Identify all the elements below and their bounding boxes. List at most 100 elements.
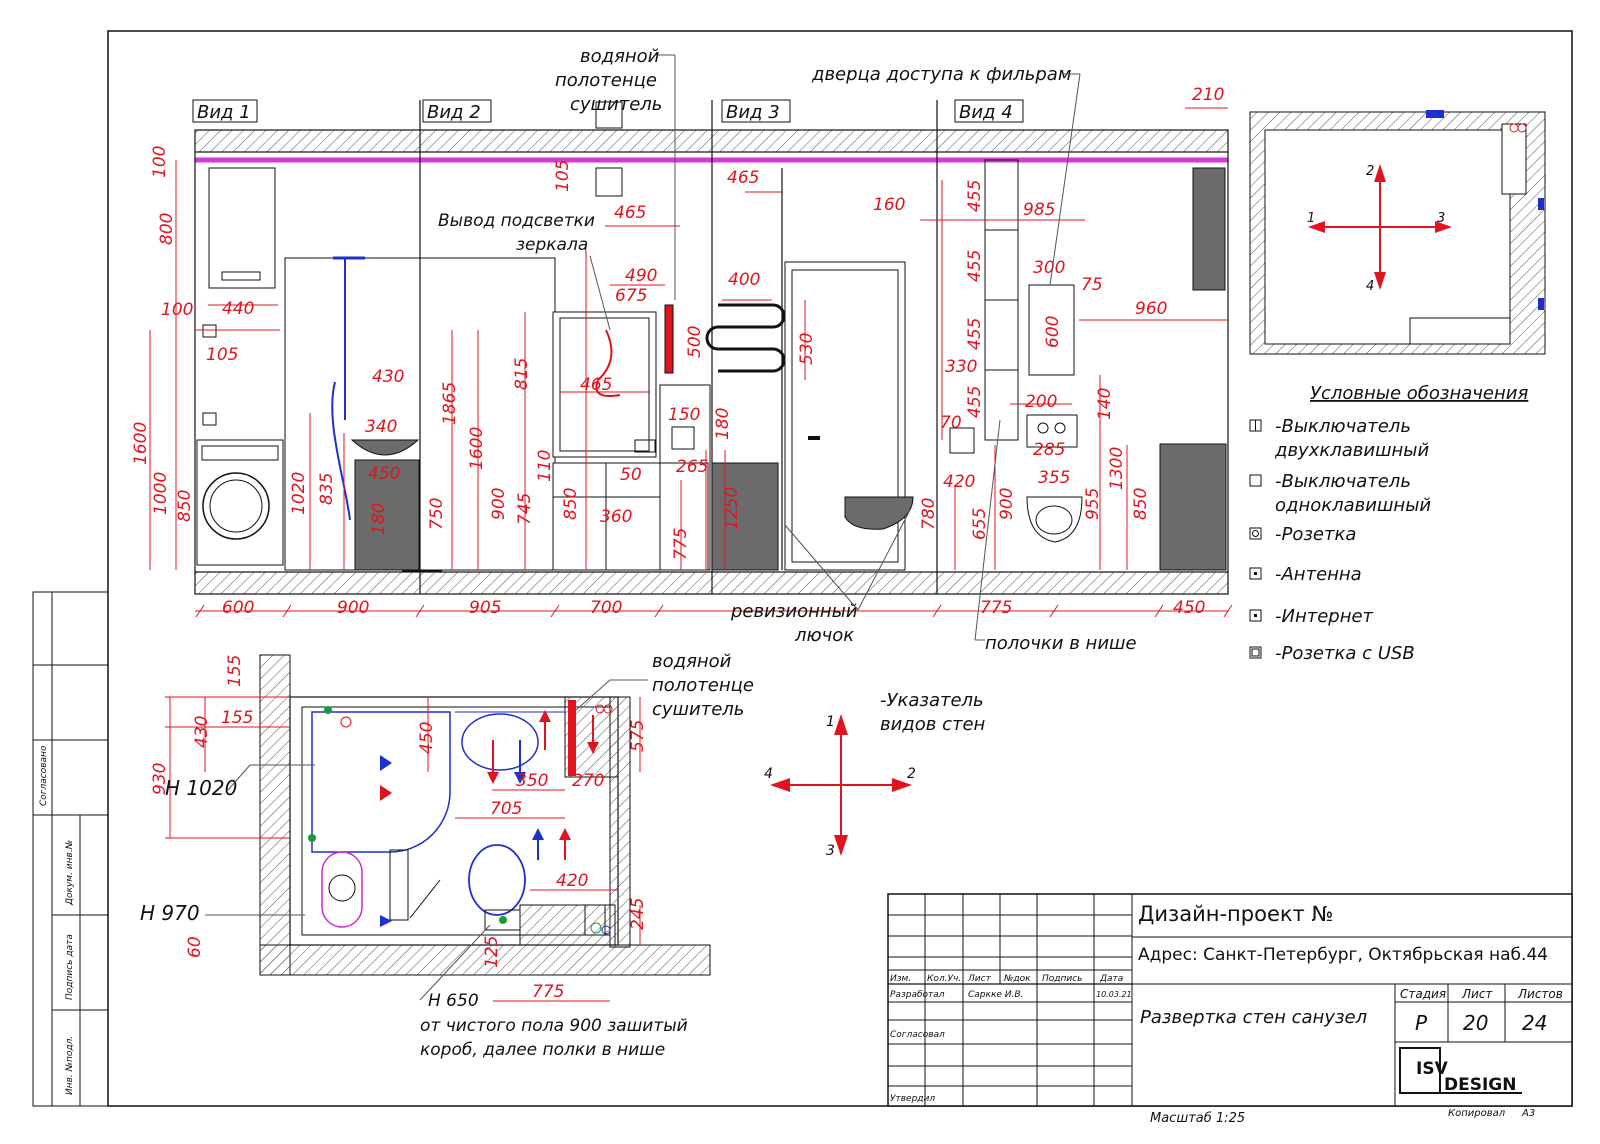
stamp-agreed: Согласовано <box>39 745 49 806</box>
view-2-label-box <box>422 99 492 123</box>
dim-815: 815 <box>512 358 532 390</box>
floor-plan <box>259 654 711 976</box>
stamp-doc-inv: Докум. инв.№ <box>65 840 75 906</box>
dim-960: 960 <box>1135 299 1167 319</box>
towel-dryer-label-1: водяной <box>580 46 660 67</box>
dim-400: 400 <box>728 270 760 290</box>
dim-900b: 900 <box>997 488 1017 520</box>
towel-dryer-label-3: сушитель <box>570 94 662 115</box>
dim-70: 70 <box>940 413 962 433</box>
dim-655: 655 <box>970 508 990 540</box>
plan-towel-dryer-1: водяной <box>652 651 732 672</box>
tb-h-ndok: №док <box>1003 974 1031 984</box>
key-plan-n2: 2 <box>1366 164 1374 179</box>
key-plan-n1: 1 <box>1307 211 1315 226</box>
tb-stage-label: Стадия <box>1400 987 1446 1001</box>
plan-towel-dryer-2: полотенце <box>652 675 754 696</box>
mirror-light-label-1: Вывод подсветки <box>438 211 595 231</box>
tb-sheet-label: Лист <box>1461 987 1493 1001</box>
dim-bottom-600: 600 <box>222 598 254 618</box>
dim-100a: 100 <box>150 146 170 178</box>
dim-530: 530 <box>797 333 817 365</box>
tb-agreed: Согласовал <box>890 1030 945 1040</box>
plan-dim-270: 270 <box>572 771 604 791</box>
tb-stage: Р <box>1415 1011 1428 1035</box>
dim-1250: 1250 <box>722 487 742 530</box>
dim-450a: 450 <box>368 464 400 484</box>
basin-plan <box>461 713 539 771</box>
dim-180b: 180 <box>713 408 733 440</box>
dim-75: 75 <box>1081 275 1103 295</box>
dim-850b: 850 <box>561 488 581 520</box>
dim-780: 780 <box>919 498 939 530</box>
plan-dim-575: 575 <box>628 720 648 752</box>
dim-bottom-900: 900 <box>337 598 369 618</box>
legend-item-6: -Розетка с USB <box>1275 643 1415 664</box>
plan-dimension-lines <box>165 696 641 1002</box>
filter-door-label: дверца доступа к фильрам <box>811 64 1071 85</box>
label-h650: Н 650 <box>428 991 479 1011</box>
elevation-callouts: водяной полотенце сушитель дверца доступ… <box>438 46 1137 654</box>
dim-430a: 430 <box>372 367 404 387</box>
dim-850c: 850 <box>1131 488 1151 520</box>
dim-465b: 465 <box>580 375 612 395</box>
dim-105b: 105 <box>553 160 573 192</box>
plan-dim-125: 125 <box>482 936 502 968</box>
dim-1020: 1020 <box>289 472 309 515</box>
plan-dim-430: 430 <box>192 716 212 748</box>
revision-hatch-label-2: лючок <box>794 625 854 646</box>
switch-single-icon <box>1249 474 1262 487</box>
tb-sheet: 20 <box>1463 1011 1488 1035</box>
washing-machine-door <box>202 472 270 540</box>
wall-elevation: Вид 1 Вид 2 Вид 3 Вид 4 <box>192 99 1229 595</box>
plan-dim-420: 420 <box>556 871 588 891</box>
tb-date: 10.03.21 <box>1096 990 1132 999</box>
dim-100b: 100 <box>161 300 193 320</box>
dim-455b: 455 <box>965 250 985 282</box>
dim-440: 440 <box>222 299 254 319</box>
towel-dryer-bar <box>664 304 674 374</box>
dim-850a: 850 <box>175 490 195 522</box>
shower-tray-plan <box>311 711 451 853</box>
socket-symbol <box>634 439 656 453</box>
dim-1300: 1300 <box>1107 447 1127 490</box>
towel-dryer-coil <box>705 303 786 373</box>
revision-hatch-label-1: ревизионный <box>730 601 858 622</box>
dim-bottom-450: 450 <box>1173 598 1205 618</box>
view-3-label-box <box>721 99 791 123</box>
tb-address: Адрес: Санкт-Петербург, Октябрьская наб.… <box>1138 945 1548 965</box>
legend-item-4: -Антенна <box>1275 564 1362 585</box>
plan-dim-245: 245 <box>628 898 648 930</box>
tb-project: Дизайн-проект № <box>1138 902 1333 926</box>
dim-110: 110 <box>535 450 555 482</box>
dim-500: 500 <box>685 326 705 358</box>
side-stamp: Согласовано Докум. инв.№ Подпись дата Ин… <box>32 591 109 1107</box>
towel-dryer-plan <box>568 700 576 776</box>
column-cabinet <box>1192 167 1226 291</box>
plan-dim-155a: 155 <box>225 655 245 687</box>
legend-title: Условные обозначения <box>1310 383 1528 404</box>
cabinet-dark <box>354 459 420 571</box>
flush-button <box>1026 414 1078 448</box>
plan-dim-155b: 155 <box>221 708 253 728</box>
view-4-label: Вид 4 <box>959 102 1013 123</box>
dim-955: 955 <box>1083 488 1103 520</box>
pointer-n3: 3 <box>826 843 835 859</box>
water-heater-panel <box>221 271 261 281</box>
plan-dim-930: 930 <box>150 763 170 795</box>
stamp-inv-orig: Инв. №подл. <box>65 1036 75 1095</box>
dim-800: 800 <box>157 213 177 245</box>
dim-150: 150 <box>668 405 700 425</box>
pointer-label-2: видов стен <box>880 714 986 735</box>
dim-50: 50 <box>620 465 642 485</box>
title-block: Изм. Кол.Уч. Лист №док Подпись Дата Разр… <box>887 893 1573 1126</box>
filter-access-door <box>595 101 623 129</box>
key-plan-n3: 3 <box>1437 211 1445 226</box>
dim-455a: 455 <box>965 180 985 212</box>
shower-hose <box>331 381 351 521</box>
plan-callouts: водяной полотенце сушитель Н 1020 Н 970 … <box>140 651 754 1060</box>
tall-cabinet <box>1159 443 1227 571</box>
dim-600a: 600 <box>1043 316 1063 348</box>
sheet-frame <box>107 30 1573 1107</box>
legend-item-2b: одноклавишный <box>1275 495 1431 516</box>
